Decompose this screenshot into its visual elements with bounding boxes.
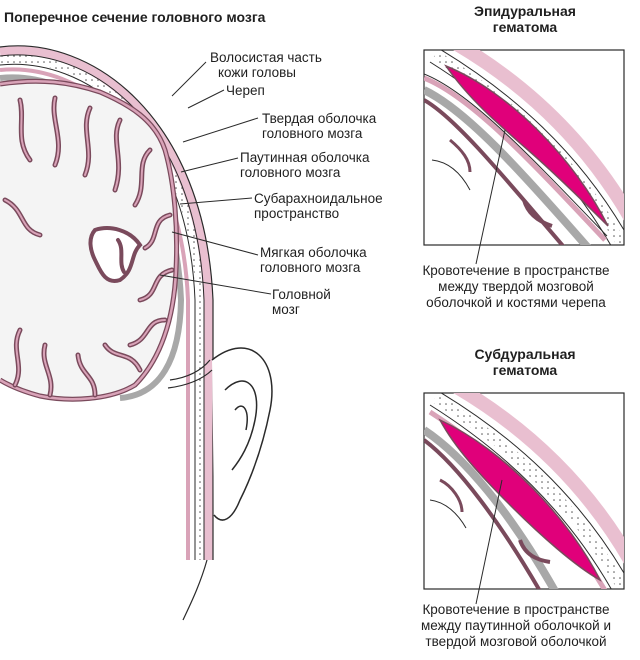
subdural-title: Субдуральная гематома xyxy=(474,346,576,378)
label-brain: Головной мозг xyxy=(272,287,331,317)
label-arachnoid: Паутинная оболочка головного мозга xyxy=(240,150,370,180)
head-cross-section xyxy=(0,45,273,621)
main-title: Поперечное сечение головного мозга xyxy=(4,9,266,25)
subdural-caption: Кровотечение в пространстве между паутин… xyxy=(420,602,612,649)
brain-sulci xyxy=(2,95,175,398)
epidural-caption: Кровотечение в пространстве между твердо… xyxy=(422,263,610,310)
epidural-title: Эпидуральная гематома xyxy=(474,3,576,35)
label-dura: Твердая оболочка головного мозга xyxy=(262,111,377,141)
subdural-inset xyxy=(423,392,625,605)
scalp-layer xyxy=(0,46,213,560)
label-subarachnoid: Субарахноидальное пространство xyxy=(254,191,383,221)
ear xyxy=(167,347,273,521)
subdural-hematoma xyxy=(438,418,602,582)
label-scalp: Волосистая часть кожи головы xyxy=(210,50,322,80)
label-skull: Череп xyxy=(226,83,265,98)
leader-lines xyxy=(159,61,272,295)
label-pia: Мягкая оболочка головного мозга xyxy=(260,245,367,275)
epidural-hematoma xyxy=(443,64,609,227)
face-line xyxy=(182,559,208,621)
epidural-inset xyxy=(423,49,625,265)
